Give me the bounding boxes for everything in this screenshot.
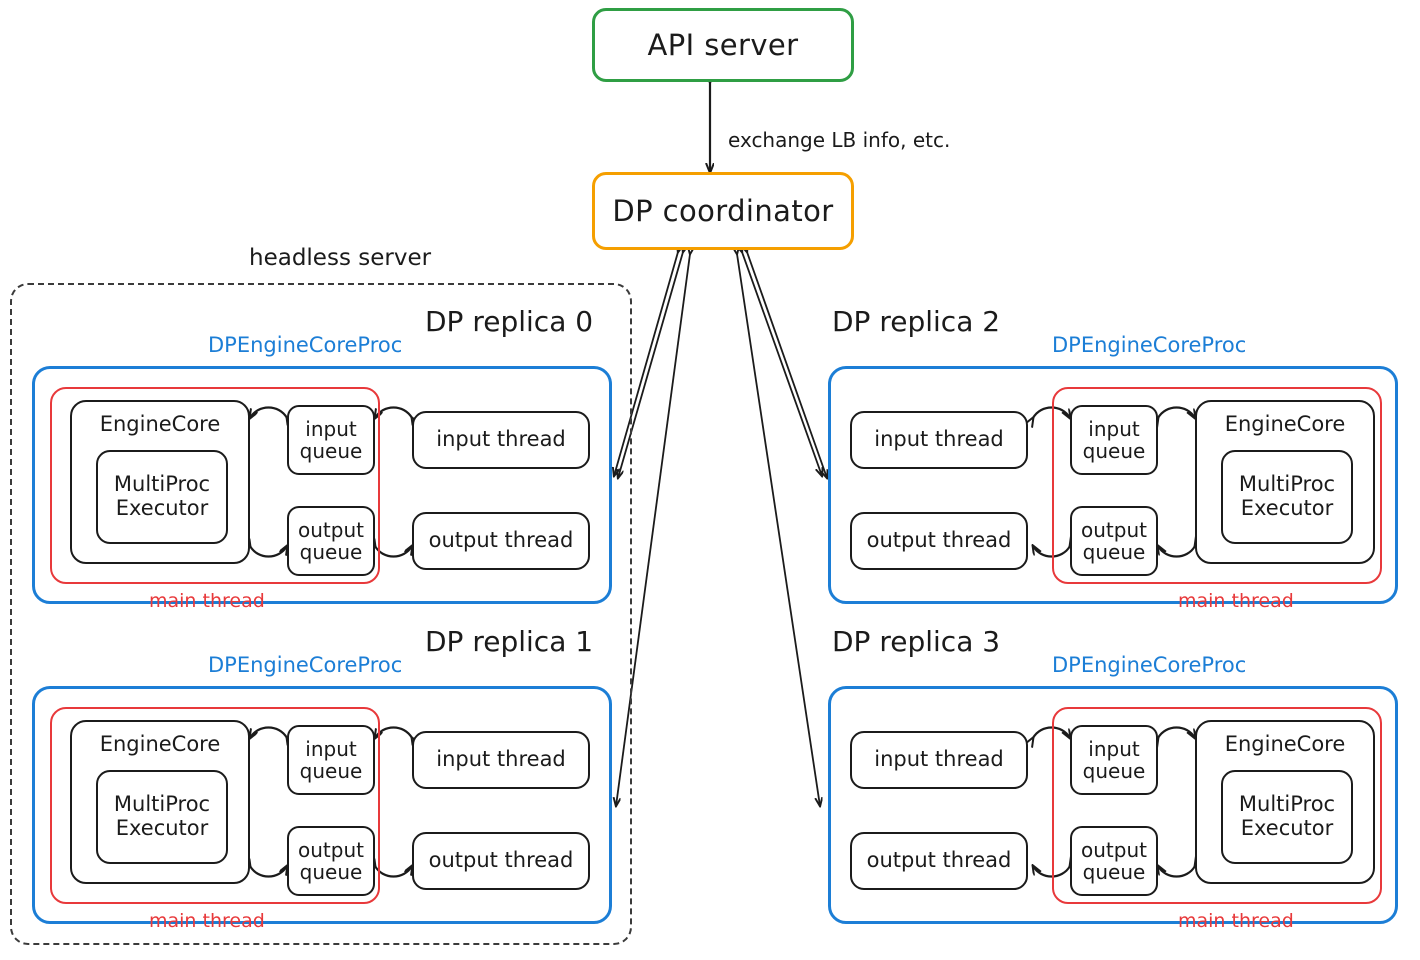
replica-1-output-queue-box[interactable]: output queue	[287, 826, 375, 896]
input-queue-line-2: queue	[299, 759, 363, 783]
input-queue-line-2: queue	[1082, 439, 1146, 463]
replica-3-enginecore-box[interactable]: EngineCore MultiProc Executor	[1195, 720, 1375, 884]
replica-0-main-thread-label: main thread	[149, 590, 265, 612]
output-queue-line-1: output	[298, 837, 364, 862]
input-queue-line-1: input	[305, 416, 357, 441]
replica-3-main-thread-label: main thread	[1178, 910, 1294, 932]
output-queue-line-2: queue	[1082, 540, 1146, 564]
input-queue-line-1: input	[1088, 736, 1140, 761]
replica-2-proc-label: DPEngineCoreProc	[1052, 333, 1247, 357]
input-queue-line-2: queue	[1082, 759, 1146, 783]
multiproc-line-2: Executor	[115, 496, 209, 520]
replica-2-output-queue-box[interactable]: output queue	[1070, 506, 1158, 576]
replica-3-input-queue-box[interactable]: input queue	[1070, 725, 1158, 795]
replica-0-output-thread-box[interactable]: output thread	[412, 512, 590, 570]
output-queue-line-1: output	[1081, 837, 1147, 862]
replica-1-main-thread-label: main thread	[149, 910, 265, 932]
replica-3-input-thread-box[interactable]: input thread	[850, 731, 1028, 789]
replica-2-multiproc-executor-box[interactable]: MultiProc Executor	[1221, 450, 1353, 544]
dp-coordinator-box[interactable]: DP coordinator	[592, 172, 854, 250]
input-queue-line-1: input	[1088, 416, 1140, 441]
replica-1-enginecore-box[interactable]: EngineCore MultiProc Executor	[70, 720, 250, 884]
multiproc-line-1: MultiProc	[1238, 792, 1336, 817]
replica-3-multiproc-executor-box[interactable]: MultiProc Executor	[1221, 770, 1353, 864]
replica-2-title: DP replica 2	[832, 305, 1001, 338]
replica-0-enginecore-label: EngineCore	[99, 412, 221, 436]
replica-3-output-thread-box[interactable]: output thread	[850, 832, 1028, 890]
output-queue-line-2: queue	[299, 540, 363, 564]
multiproc-line-2: Executor	[115, 816, 209, 840]
replica-1-input-thread-box[interactable]: input thread	[412, 731, 590, 789]
replica-3-output-queue-box[interactable]: output queue	[1070, 826, 1158, 896]
replica-2-output-thread-box[interactable]: output thread	[850, 512, 1028, 570]
replica-1-multiproc-executor-box[interactable]: MultiProc Executor	[96, 770, 228, 864]
replica-3-main-thread-box	[1052, 707, 1382, 904]
multiproc-line-1: MultiProc	[1238, 472, 1336, 497]
replica-1-output-thread-box[interactable]: output thread	[412, 832, 590, 890]
multiproc-line-2: Executor	[1240, 816, 1334, 840]
multiproc-line-1: MultiProc	[113, 792, 211, 817]
output-queue-line-1: output	[298, 517, 364, 542]
headless-server-label: headless server	[249, 245, 432, 271]
replica-2-proc-box	[828, 366, 1398, 604]
multiproc-line-2: Executor	[1240, 496, 1334, 520]
replica-2-input-queue-box[interactable]: input queue	[1070, 405, 1158, 475]
replica-0-proc-label: DPEngineCoreProc	[208, 333, 403, 357]
replica-1-title: DP replica 1	[425, 625, 594, 658]
multiproc-line-1: MultiProc	[113, 472, 211, 497]
replica-1-proc-label: DPEngineCoreProc	[208, 653, 403, 677]
replica-0-output-queue-box[interactable]: output queue	[287, 506, 375, 576]
replica-0-main-thread-box	[50, 387, 380, 584]
exchange-lb-info-label: exchange LB info, etc.	[728, 128, 951, 152]
replica-1-enginecore-label: EngineCore	[99, 732, 221, 756]
replica-0-enginecore-box[interactable]: EngineCore MultiProc Executor	[70, 400, 250, 564]
output-queue-line-2: queue	[299, 860, 363, 884]
replica-0-input-thread-box[interactable]: input thread	[412, 411, 590, 469]
replica-2-main-thread-label: main thread	[1178, 590, 1294, 612]
replica-3-proc-box	[828, 686, 1398, 924]
api-server-box[interactable]: API server	[592, 8, 854, 82]
headless-server-region	[10, 283, 632, 945]
wire-coordinator-replica-2	[742, 252, 827, 478]
replica-0-title: DP replica 0	[425, 305, 594, 338]
wire-coordinator-replica-3	[737, 254, 820, 806]
output-queue-line-2: queue	[1082, 860, 1146, 884]
input-queue-line-2: queue	[299, 439, 363, 463]
replica-3-enginecore-label: EngineCore	[1224, 732, 1346, 756]
output-queue-line-1: output	[1081, 517, 1147, 542]
replica-3-title: DP replica 3	[832, 625, 1001, 658]
replica-2-enginecore-box[interactable]: EngineCore MultiProc Executor	[1195, 400, 1375, 564]
replica-2-input-thread-box[interactable]: input thread	[850, 411, 1028, 469]
replica-2-main-thread-box	[1052, 387, 1382, 584]
input-queue-line-1: input	[305, 736, 357, 761]
replica-3-proc-label: DPEngineCoreProc	[1052, 653, 1247, 677]
replica-1-proc-box	[32, 686, 612, 924]
replica-1-main-thread-box	[50, 707, 380, 904]
replica-1-input-queue-box[interactable]: input queue	[287, 725, 375, 795]
replica-0-proc-box	[32, 366, 612, 604]
replica-2-enginecore-label: EngineCore	[1224, 412, 1346, 436]
replica-0-input-queue-box[interactable]: input queue	[287, 405, 375, 475]
replica-0-multiproc-executor-box[interactable]: MultiProc Executor	[96, 450, 228, 544]
